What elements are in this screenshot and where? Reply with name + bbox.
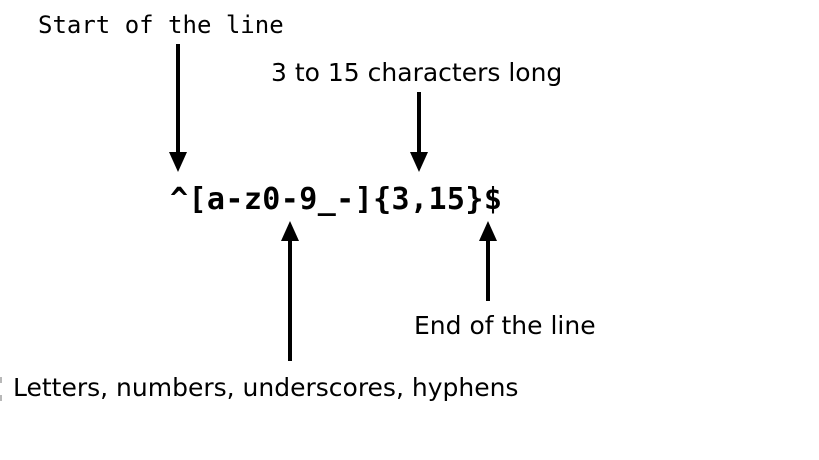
end-anchor-label: End of the line	[414, 311, 596, 340]
quantifier-label: 3 to 15 characters long	[271, 58, 563, 87]
down-arrow-start-anchor-icon	[169, 44, 187, 172]
edge-artifact	[0, 395, 2, 401]
char-class-label: Letters, numbers, underscores, hyphens	[13, 373, 519, 402]
down-arrow-quantifier-icon	[410, 92, 428, 172]
start-anchor-label: Start of the line	[38, 11, 284, 39]
up-arrow-char-class-icon	[281, 221, 299, 361]
edge-artifact	[0, 377, 2, 383]
up-arrow-end-anchor-icon	[479, 221, 497, 301]
regex-pattern-text: ^[a-z0-9_-]{3,15}$	[170, 182, 503, 217]
